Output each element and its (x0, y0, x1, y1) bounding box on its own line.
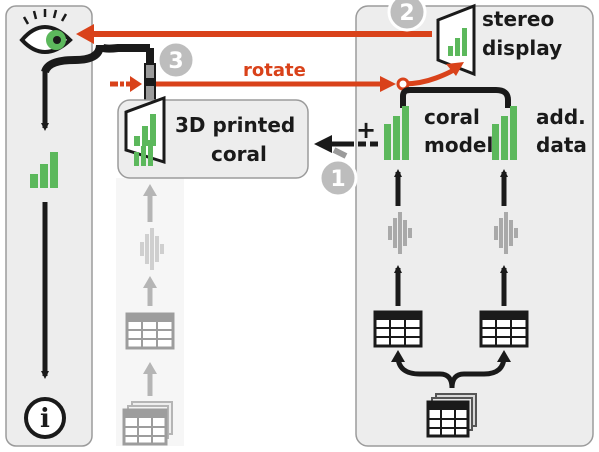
faded-spectrum-icon (140, 228, 164, 270)
svg-text:2: 2 (399, 1, 414, 26)
viewer-panel (5, 5, 93, 447)
rotate-label: rotate (243, 60, 306, 81)
printed-label-line2: coral (211, 142, 267, 166)
stacked-table-icon (426, 393, 477, 438)
add-label: add. (536, 105, 586, 129)
printed-display-icon (124, 95, 166, 166)
printed-label-line1: 3D printed (175, 113, 295, 137)
table-icon-left (373, 310, 423, 348)
right-pipeline (388, 169, 518, 306)
table-icon-right (479, 310, 529, 348)
svg-text:3: 3 (168, 49, 183, 74)
view-connector (41, 43, 150, 74)
info-icon: i (24, 397, 66, 439)
info-symbol: i (40, 404, 50, 434)
display-label: display (482, 36, 562, 60)
eye-icon (19, 9, 73, 54)
plus-sign: + (356, 116, 376, 144)
split-brace (395, 355, 507, 389)
bar-chart-icon (30, 152, 58, 188)
stereo-label: stereo (482, 7, 554, 31)
stereo-display-icon (436, 3, 476, 77)
print-arrow-handle (332, 147, 348, 159)
faded-stacked-table-icon (122, 401, 173, 446)
faded-pipeline (122, 184, 175, 446)
data-label: data (536, 133, 587, 157)
coral-model-chart-icon (384, 106, 409, 160)
model-bracket (400, 87, 511, 108)
faded-table-icon (125, 312, 175, 350)
slider-icon (144, 63, 156, 105)
step-badge-3: 3 (156, 40, 196, 80)
step-badge-1: 1 (318, 158, 358, 198)
step-badge-2: 2 (387, 0, 427, 32)
svg-text:1: 1 (330, 167, 345, 192)
model-label: model (424, 133, 493, 157)
add-data-chart-icon (492, 106, 517, 160)
spectrum-icon-right (494, 212, 518, 254)
spectrum-icon-left (388, 212, 412, 254)
coral-label: coral (424, 105, 480, 129)
